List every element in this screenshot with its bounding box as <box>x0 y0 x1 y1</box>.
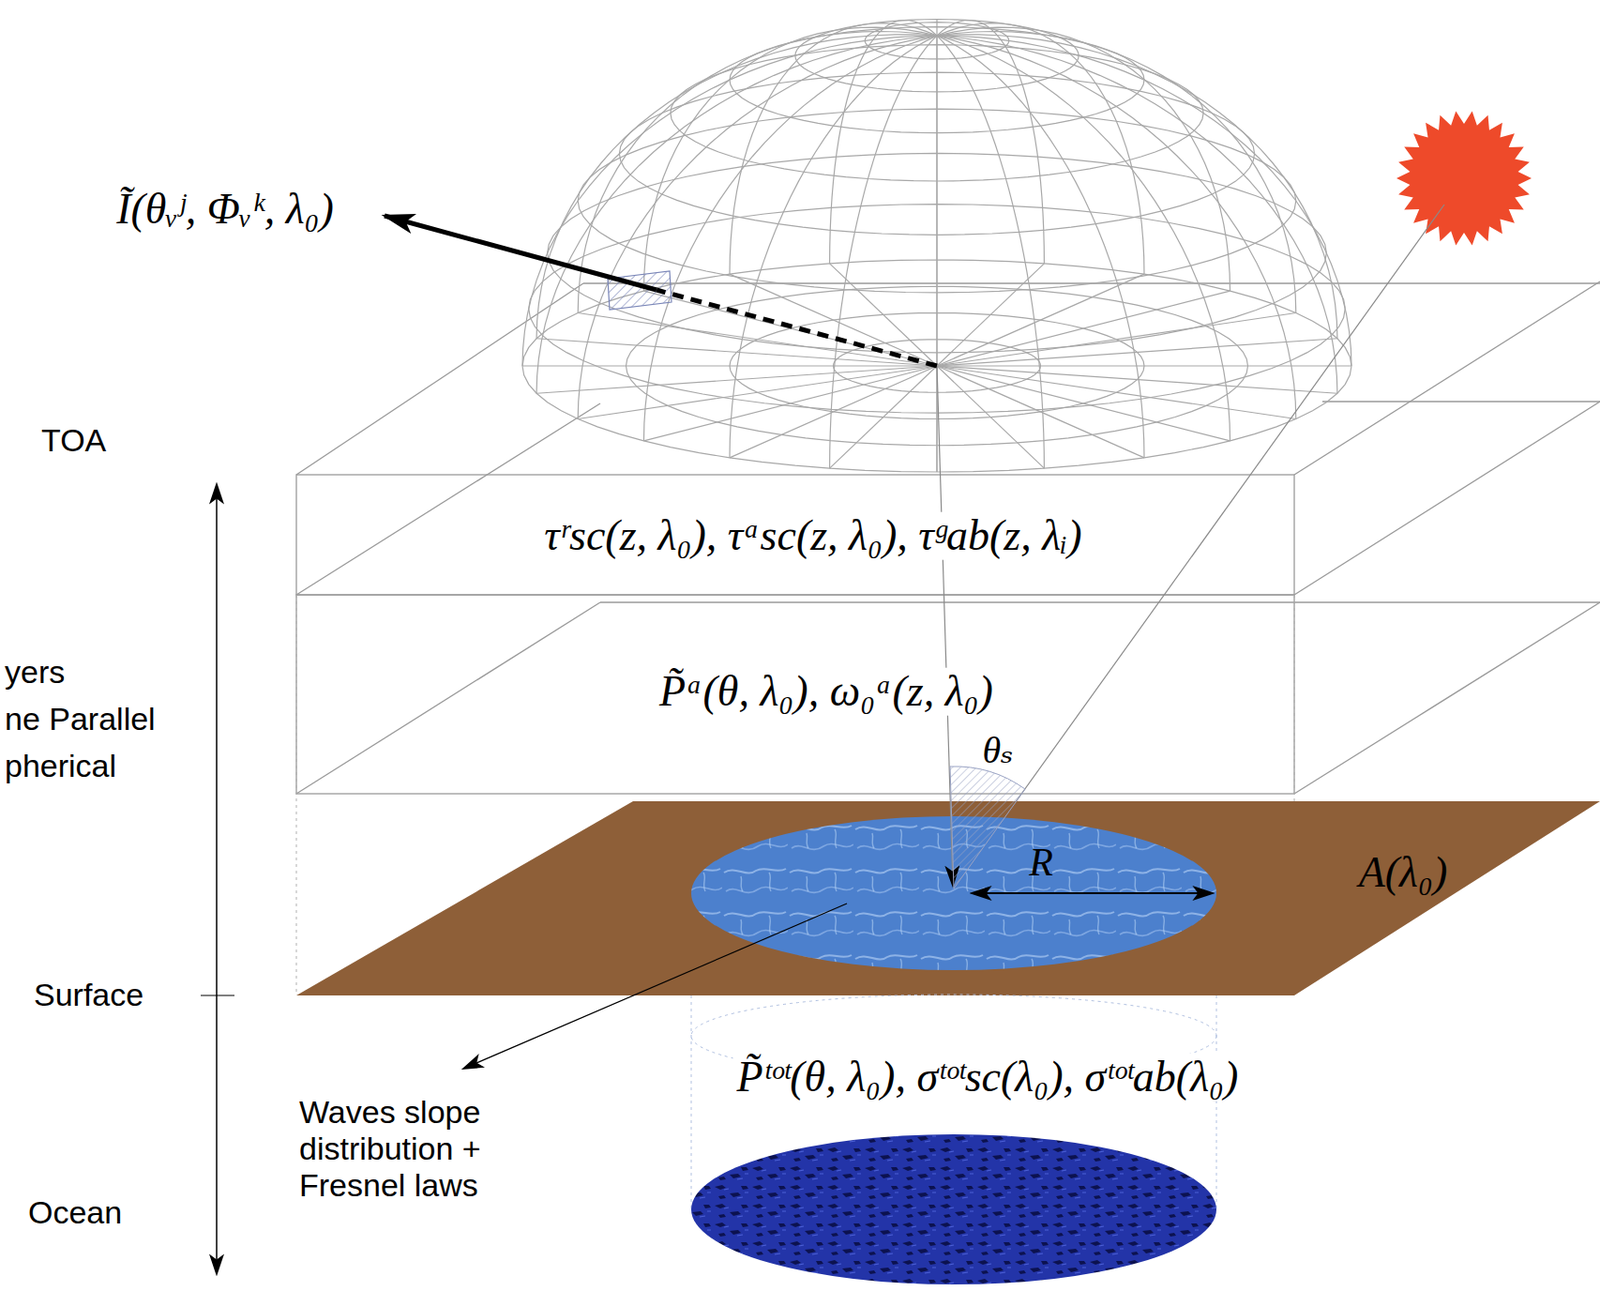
wireframe-line <box>936 30 1297 313</box>
wireframe-line <box>936 35 1145 458</box>
wireframe-line <box>729 23 937 274</box>
wireframe-line <box>536 338 937 366</box>
slab-edge <box>296 403 601 595</box>
sun <box>1396 111 1532 246</box>
wireframe-line <box>536 365 937 393</box>
annotation-label: Surface <box>30 976 147 1013</box>
ocean-cylinder-side <box>1216 995 1218 1209</box>
wireframe-line <box>936 35 1338 393</box>
wireframe-line <box>936 263 1044 366</box>
wireframe-line <box>936 365 1297 420</box>
wireframe-line <box>935 259 937 366</box>
wireframe-line <box>729 365 937 458</box>
wireframe-line <box>643 365 937 441</box>
wireframe-line <box>536 35 937 393</box>
wireframe-line <box>830 19 937 263</box>
annotation-label: θₛ <box>979 728 1016 772</box>
wireframe-line <box>936 364 1352 366</box>
formula-text: A(λ₀) <box>1355 848 1452 897</box>
wireframe-line <box>936 27 1231 291</box>
wireframe-line <box>536 34 937 339</box>
slab-edge <box>600 601 1600 603</box>
wireframe-line <box>936 35 1352 366</box>
formula-text: P̃ᵗᵒᵗ(θ, λ₀), σᵗᵒᵗsc(λ₀), σᵗᵒᵗab(λ₀) <box>733 1053 1243 1102</box>
layer-box: P̃ᵃ(θ, λ₀), ω₀ᵃ(z, λ₀) <box>296 594 1295 794</box>
wireframe-line <box>936 19 1044 263</box>
slab-edge <box>1294 281 1600 475</box>
annotation-label: Ocean <box>25 1193 125 1231</box>
wireframe-line <box>936 35 1231 441</box>
wireframe-line <box>830 263 937 366</box>
wireframe-line <box>729 35 937 458</box>
wireframe-line <box>577 30 937 313</box>
wireframe-line <box>936 23 1145 274</box>
wireframe-line <box>830 35 937 468</box>
wireframe-line <box>729 273 937 366</box>
slab-edge <box>1294 401 1600 595</box>
wireframe-line <box>936 273 1145 366</box>
annotation-label: yers <box>1 653 68 691</box>
slab-edge <box>1294 602 1600 794</box>
view-direction-dashed <box>656 289 937 366</box>
wireframe-line <box>936 365 1231 441</box>
annotation-label: TOA <box>38 422 109 459</box>
annotation-label: pherical <box>1 747 120 785</box>
wireframe-line <box>522 364 937 366</box>
surface-tick <box>200 995 235 997</box>
formula-text: P̃ᵃ(θ, λ₀), ω₀ᵃ(z, λ₀) <box>655 667 997 716</box>
wireframe-line <box>936 35 1044 468</box>
wireframe-line <box>935 18 937 260</box>
wireframe-line <box>522 35 937 366</box>
wireframe-line <box>936 365 1145 458</box>
annotation-label: Waves slope distribution + Fresnel laws <box>296 1093 548 1204</box>
slab-edge <box>296 283 584 475</box>
sun-angle-wedge <box>950 766 1026 889</box>
layer-box: A(λ₀) R <box>296 800 1600 996</box>
hemisphere-wireframe <box>522 18 1352 472</box>
slab-front <box>296 474 1295 595</box>
zenith-line <box>936 365 953 886</box>
wireframe-line <box>936 290 1231 366</box>
wireframe-line <box>936 365 1338 393</box>
annotation-label: Ĩ(θᵥʲ, Φᵥᵏ, λ₀) <box>113 184 337 235</box>
layer-box: R <box>691 815 1217 970</box>
view-direction-arrow <box>384 215 657 290</box>
wireframe-line <box>522 259 1352 472</box>
sun-star <box>1396 111 1532 246</box>
slab-edge <box>1322 400 1600 402</box>
slab-edge <box>296 602 601 794</box>
waves-leader <box>463 903 847 1069</box>
wireframe-line <box>936 34 1338 339</box>
wireframe-line <box>936 338 1338 366</box>
radius-arrow <box>971 891 1213 894</box>
ocean-cylinder-side <box>691 995 693 1209</box>
slab-front <box>296 594 1295 794</box>
ocean-body <box>691 1133 1217 1284</box>
wireframe-line <box>830 365 937 468</box>
wireframe-line <box>577 365 937 420</box>
wireframe-line <box>577 313 937 367</box>
wireframe-line <box>936 35 1297 420</box>
altitude-axis <box>215 483 218 1274</box>
guide-line <box>296 594 298 996</box>
layer-box: τʳsc(z, λ₀), τᵃsc(z, λ₀), τᵍab(z, λᵢ) <box>296 474 1295 595</box>
layer-box: P̃ᵗᵒᵗ(θ, λ₀), σᵗᵒᵗsc(λ₀), σᵗᵒᵗab(λ₀) <box>647 1031 1342 1126</box>
wireframe-line <box>643 35 937 441</box>
wireframe-line <box>936 313 1297 367</box>
surface-plane <box>296 800 1600 996</box>
wireframe-line <box>936 365 1044 468</box>
formula-text: τʳsc(z, λ₀), τᵃsc(z, λ₀), τᵍab(z, λᵢ) <box>540 512 1086 560</box>
annotation-label: ne Parallel <box>1 700 159 738</box>
formula-text: R <box>1025 840 1057 884</box>
wireframe-line <box>577 35 937 420</box>
